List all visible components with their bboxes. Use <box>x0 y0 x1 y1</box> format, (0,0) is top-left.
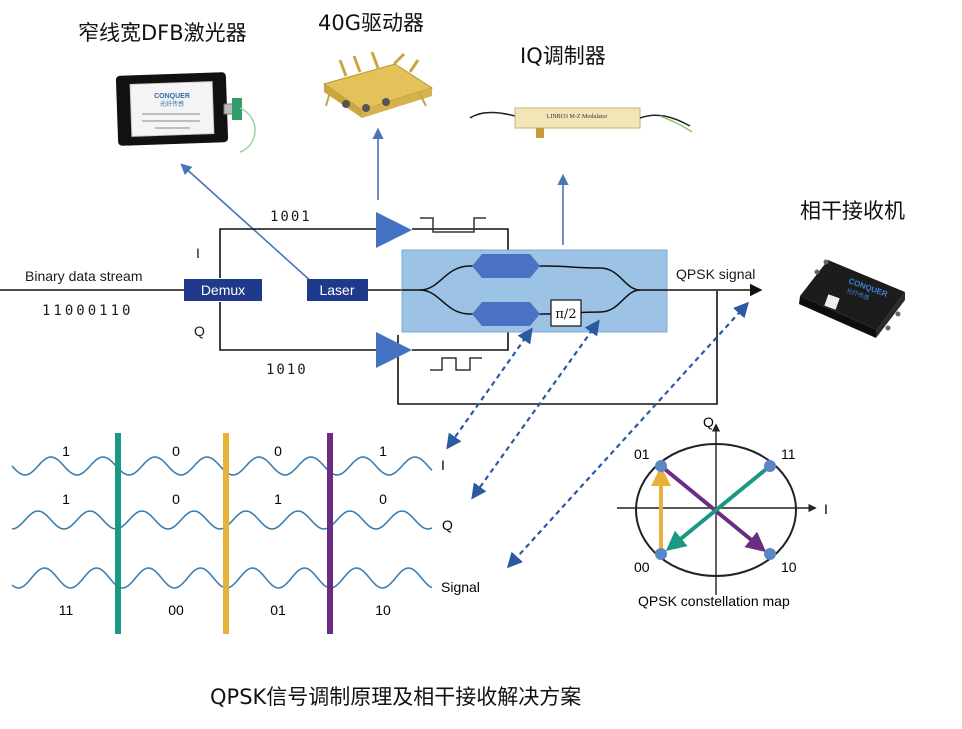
point-label-11: 11 <box>781 446 796 462</box>
wave-i <box>11 456 433 476</box>
pulse-q <box>430 357 482 371</box>
laser-brand-2: 光纤传感 <box>160 100 184 108</box>
constellation-caption: QPSK constellation map <box>638 593 790 609</box>
receiver-product-title: 相干接收机 <box>800 199 905 223</box>
laser-product-title: 窄线宽DFB激光器 <box>78 21 247 45</box>
symbol-2: 00 <box>168 602 184 618</box>
driver-product <box>322 51 434 118</box>
wave-i-label: I <box>441 457 445 473</box>
symbol-4: 10 <box>375 602 391 618</box>
point-label-01: 01 <box>634 446 650 462</box>
q-branch-label: Q <box>194 323 205 339</box>
i-bit-2: 0 <box>172 443 180 459</box>
pulse-i <box>420 217 486 233</box>
waveforms <box>11 433 433 634</box>
i-bit-1: 1 <box>62 443 70 459</box>
point-10 <box>764 548 776 560</box>
receiver-product: CONQUER 光纤传感 <box>799 259 905 338</box>
i-bit-3: 0 <box>274 443 282 459</box>
point-label-00: 00 <box>634 559 650 575</box>
phase-modulator-bottom <box>472 302 540 326</box>
phase-modulator-top <box>472 254 540 278</box>
axis-q-label: Q <box>703 414 714 430</box>
modulator-product-title: IQ调制器 <box>520 44 606 68</box>
transition-purple <box>659 464 767 553</box>
modulator-text: LINBO3 M-Z Modulator <box>547 114 608 120</box>
symbol-1: 11 <box>59 602 74 618</box>
wave-q <box>11 510 433 530</box>
symbol-3: 01 <box>270 602 286 618</box>
driver-product-title: 40G驱动器 <box>318 11 424 35</box>
dashed-arrows <box>446 301 750 569</box>
point-label-10: 10 <box>781 559 797 575</box>
point-00 <box>655 548 667 560</box>
point-11 <box>764 460 776 472</box>
output-label: QPSK signal <box>676 266 755 282</box>
wave-signal-label: Signal <box>441 579 480 595</box>
input-label: Binary data stream <box>25 268 143 284</box>
axis-i-label: I <box>824 501 828 517</box>
constellation-diagram <box>617 423 817 595</box>
dfb-laser-product: CONQUER 光纤传感 <box>115 72 256 153</box>
q-bits: 1010 <box>266 362 308 378</box>
q-bit-3: 1 <box>274 491 282 507</box>
q-bit-4: 0 <box>379 491 387 507</box>
i-bits: 1001 <box>270 209 312 225</box>
transition-teal <box>665 464 772 552</box>
input-bits: 11000110 <box>42 303 133 319</box>
phase-label: π/2 <box>555 307 576 322</box>
iq-modulator-product: LINBO3 M-Z Modulator <box>469 107 693 138</box>
amplifier-i <box>376 212 412 248</box>
q-bit-1: 1 <box>62 491 70 507</box>
demux-box <box>184 279 262 301</box>
laser-box <box>307 279 368 301</box>
laser-brand-1: CONQUER <box>154 93 190 100</box>
laser-to-product-arrow <box>180 163 314 284</box>
wave-q-label: Q <box>442 517 453 533</box>
laser-label: Laser <box>319 282 354 298</box>
i-branch-label: I <box>196 245 200 261</box>
wave-signal <box>11 567 433 589</box>
amplifier-q <box>376 332 412 368</box>
demux-label: Demux <box>201 282 245 298</box>
point-01 <box>655 460 667 472</box>
q-bit-2: 0 <box>172 491 180 507</box>
bottom-caption: QPSK信号调制原理及相干接收解决方案 <box>210 685 581 709</box>
i-bit-4: 1 <box>379 443 387 459</box>
